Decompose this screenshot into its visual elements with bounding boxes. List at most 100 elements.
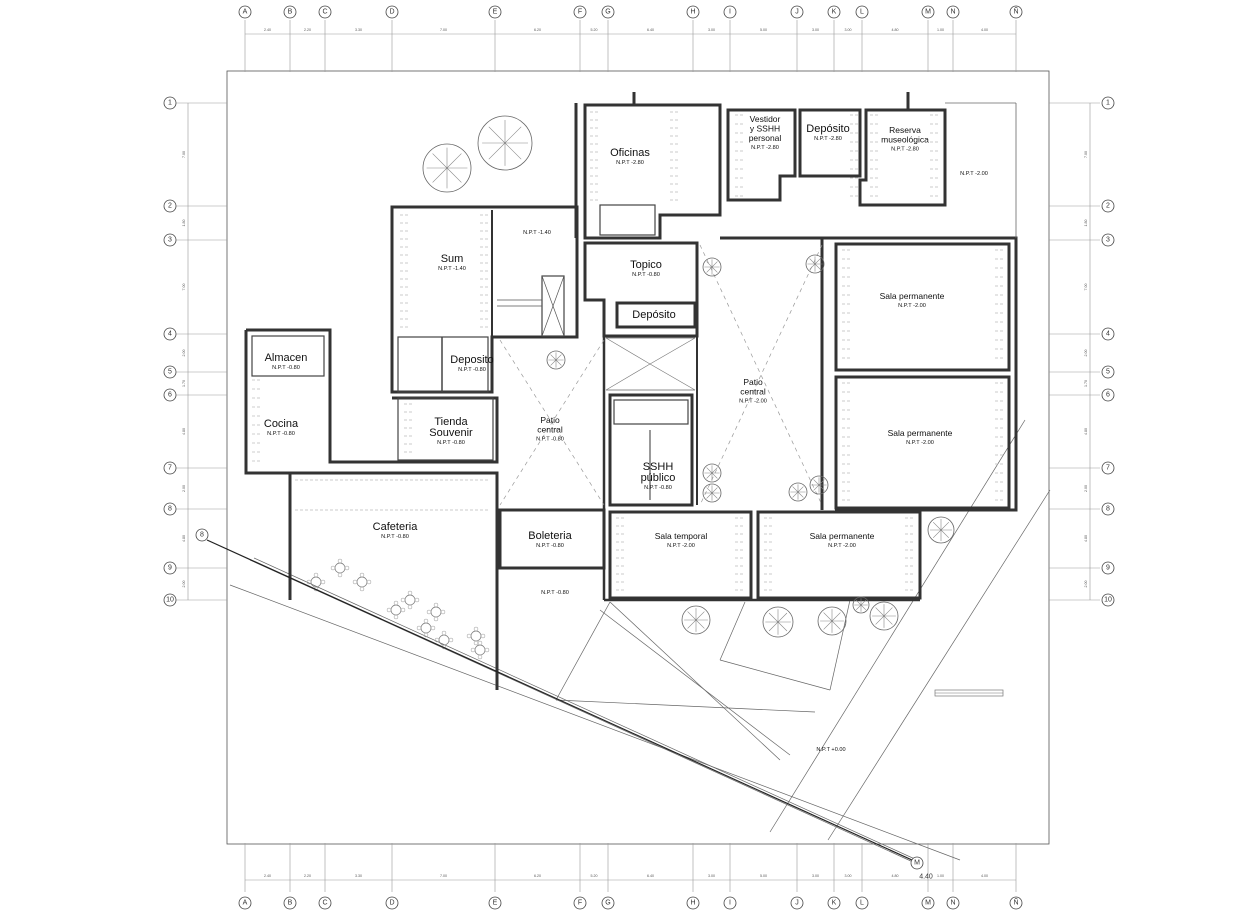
- column-bubble-label: N: [950, 900, 955, 907]
- column-bubble-label: E: [493, 900, 498, 907]
- tree-icon: [681, 605, 711, 635]
- row-dimension: 1.80: [1084, 220, 1088, 227]
- column-dimension: 3.30: [355, 28, 362, 32]
- tree-icon: [702, 463, 722, 483]
- row-bubble: 2: [163, 199, 177, 213]
- column-bubble-label: D: [389, 900, 394, 907]
- room-name: Depósito: [632, 309, 675, 321]
- row-bubble: 10: [163, 593, 177, 607]
- room-level: N.P.T -0.80: [536, 543, 564, 549]
- level-label: N.P.T +0.00: [816, 747, 845, 753]
- column-bubble-label: A: [243, 900, 248, 907]
- column-bubble-label: M: [925, 900, 931, 907]
- room-level: N.P.T -2.00: [667, 543, 695, 549]
- column-dimension: 3.30: [355, 874, 362, 878]
- row-bubble-label: 9: [1106, 565, 1110, 572]
- row-bubble-label: 4: [1106, 331, 1110, 338]
- room-name: Cocina: [264, 418, 299, 430]
- row-dimension: 2.00: [1084, 581, 1088, 588]
- room-level: N.P.T -0.80: [458, 367, 486, 373]
- table-icon: [400, 590, 420, 610]
- tree-icon: [869, 601, 899, 631]
- room-level: N.P.T -2.00: [906, 440, 934, 446]
- column-dimension: 4.80: [892, 874, 899, 878]
- column-bubble-label: I: [729, 900, 731, 907]
- tree-icon: [805, 254, 825, 274]
- column-bubble-label: N: [950, 9, 955, 16]
- table-icon: [426, 602, 446, 622]
- column-bubble: E: [488, 5, 502, 19]
- column-dimension: 7.00: [440, 28, 447, 32]
- column-dimension: 2.40: [264, 28, 271, 32]
- column-bubble: D: [385, 5, 399, 19]
- column-dimension: 2.20: [304, 874, 311, 878]
- column-dimension: 3.00: [708, 874, 715, 878]
- row-bubble-label: 6: [1106, 392, 1110, 399]
- tree-icon: [927, 516, 955, 544]
- level-label: N.P.T -1.40: [523, 230, 551, 236]
- column-dimension: 3.00: [845, 874, 852, 878]
- room-name: personal: [749, 133, 782, 143]
- room-name: público: [641, 472, 676, 484]
- row-bubble-label: 2: [1106, 203, 1110, 210]
- column-bubble-label: C: [322, 900, 327, 907]
- diagonal-bubble-label: M: [914, 860, 920, 867]
- row-dimension: 7.00: [1084, 151, 1088, 158]
- tree-icon: [817, 606, 847, 636]
- row-bubble: 5: [163, 365, 177, 379]
- column-bubble-label: Ñ: [1013, 7, 1018, 16]
- row-dimension: 4.80: [1084, 428, 1088, 435]
- row-dimension: 4.80: [182, 535, 186, 542]
- row-bubble: 10: [1101, 593, 1115, 607]
- column-dimension: 7.00: [440, 874, 447, 878]
- column-dimension: 3.00: [812, 28, 819, 32]
- row-dimension: 2.00: [1084, 350, 1088, 357]
- column-bubble: C: [318, 5, 332, 19]
- room-name: Reserva: [889, 125, 921, 135]
- column-bubble: K: [827, 5, 841, 19]
- room-level: N.P.T -0.80: [267, 431, 295, 437]
- room-name: SSHH: [643, 461, 674, 473]
- room-level: N.P.T -2.80: [891, 147, 919, 153]
- tree-icon: [477, 115, 533, 171]
- tree-icon: [762, 606, 794, 638]
- room-name: central: [537, 425, 563, 435]
- room-level: N.P.T -2.00: [898, 303, 926, 309]
- column-bubble: H: [686, 5, 700, 19]
- row-bubble-label: 2: [168, 203, 172, 210]
- column-dimension: 1.00: [937, 28, 944, 32]
- row-dimension: 2.00: [182, 485, 186, 492]
- room-name: Sala permanente: [810, 531, 875, 541]
- room-name: Sala permanente: [888, 428, 953, 438]
- cafeteria-tables: [306, 558, 490, 660]
- column-bubble-label: A: [243, 9, 248, 16]
- room-level: N.P.T -2.80: [814, 136, 842, 142]
- column-dimension: 1.00: [937, 874, 944, 878]
- column-dimension: 3.00: [812, 874, 819, 878]
- row-bubble-label: 9: [168, 565, 172, 572]
- row-bubble-label: 7: [168, 465, 172, 472]
- column-bubble-label: F: [578, 9, 582, 16]
- table-icon: [306, 572, 326, 592]
- row-bubble-label: 1: [1106, 100, 1110, 107]
- row-bubble-label: 8: [168, 506, 172, 513]
- column-bubble-label: J: [795, 900, 799, 907]
- room-name: museológica: [881, 135, 929, 145]
- room-level: N.P.T -0.80: [381, 534, 409, 540]
- row-bubble: 3: [163, 233, 177, 247]
- column-bubble-label: G: [605, 9, 610, 16]
- room-level: N.P.T -1.40: [438, 266, 466, 272]
- room-level: N.P.T -0.80: [632, 272, 660, 278]
- column-bubble-label: K: [832, 900, 837, 907]
- column-bubble: L: [855, 896, 869, 910]
- column-bubble: I: [723, 5, 737, 19]
- diagonal-bubble: [195, 528, 209, 542]
